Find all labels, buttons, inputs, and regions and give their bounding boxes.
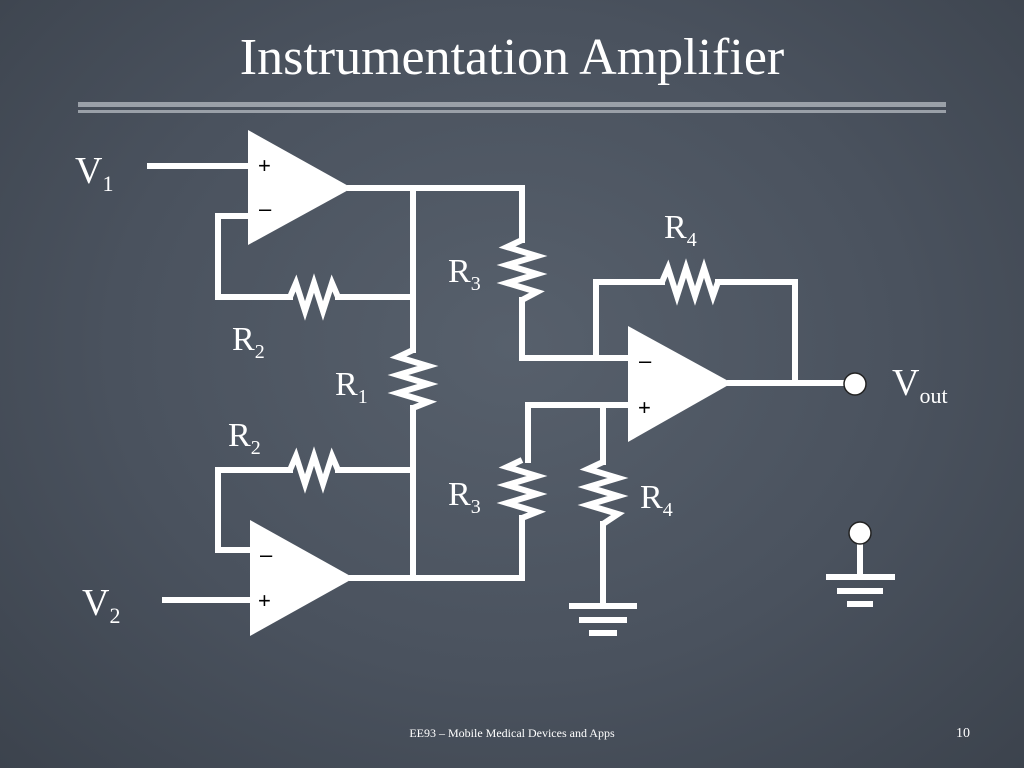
resistors [287, 237, 721, 527]
label-r3-bottom: R3 [448, 476, 481, 518]
wires [147, 163, 895, 636]
title-divider-thick [78, 102, 946, 107]
top-output-wire [347, 185, 525, 243]
label-r3-top: R3 [448, 253, 481, 295]
label-vout: Vout [892, 362, 948, 408]
label-r2-bottom: R2 [228, 417, 261, 459]
resistor-r3-bottom [496, 457, 548, 521]
r3-top-to-minus-wire [519, 297, 633, 361]
title-divider-thin [78, 110, 946, 113]
slide-title: Instrumentation Amplifier [239, 29, 785, 86]
opamp-bottom-minus: – [260, 542, 273, 567]
opamp-bottom [250, 520, 354, 636]
vout-terminal [843, 372, 867, 396]
label-r1: R1 [335, 366, 368, 408]
opamp-top-minus: – [259, 196, 272, 221]
opamp-diff-minus: – [639, 348, 652, 373]
label-v2: V2 [82, 582, 120, 628]
label-v1: V1 [75, 150, 113, 196]
reference-terminal [848, 521, 872, 545]
r4-feedback-right-wire [715, 279, 798, 386]
resistor-r1 [387, 347, 439, 411]
bottom-feedback-wire-left [215, 467, 293, 553]
resistor-r2-top [287, 273, 341, 321]
resistor-r2-bottom [287, 446, 341, 494]
label-r2-top: R2 [232, 321, 265, 363]
r4-feedback-left-wire [593, 279, 665, 361]
opamp-difference [628, 326, 732, 442]
opamp-diff-plus: + [638, 395, 651, 420]
page-number: 10 [956, 726, 970, 741]
resistor-r4-bottom [577, 459, 629, 527]
opamp-top-plus: + [258, 153, 271, 178]
plus-input-wire [525, 402, 633, 463]
opamp-top [248, 130, 352, 245]
label-r4-bottom: R4 [640, 479, 673, 521]
label-r4-top: R4 [664, 209, 697, 251]
opamp-bottom-plus: + [258, 588, 271, 613]
resistor-r3-top [496, 237, 548, 303]
resistor-r4-top [659, 258, 721, 306]
top-feedback-wire-left [215, 213, 293, 300]
slide-footer: EE93 – Mobile Medical Devices and Apps [409, 726, 615, 740]
bottom-output-wire [349, 515, 525, 581]
